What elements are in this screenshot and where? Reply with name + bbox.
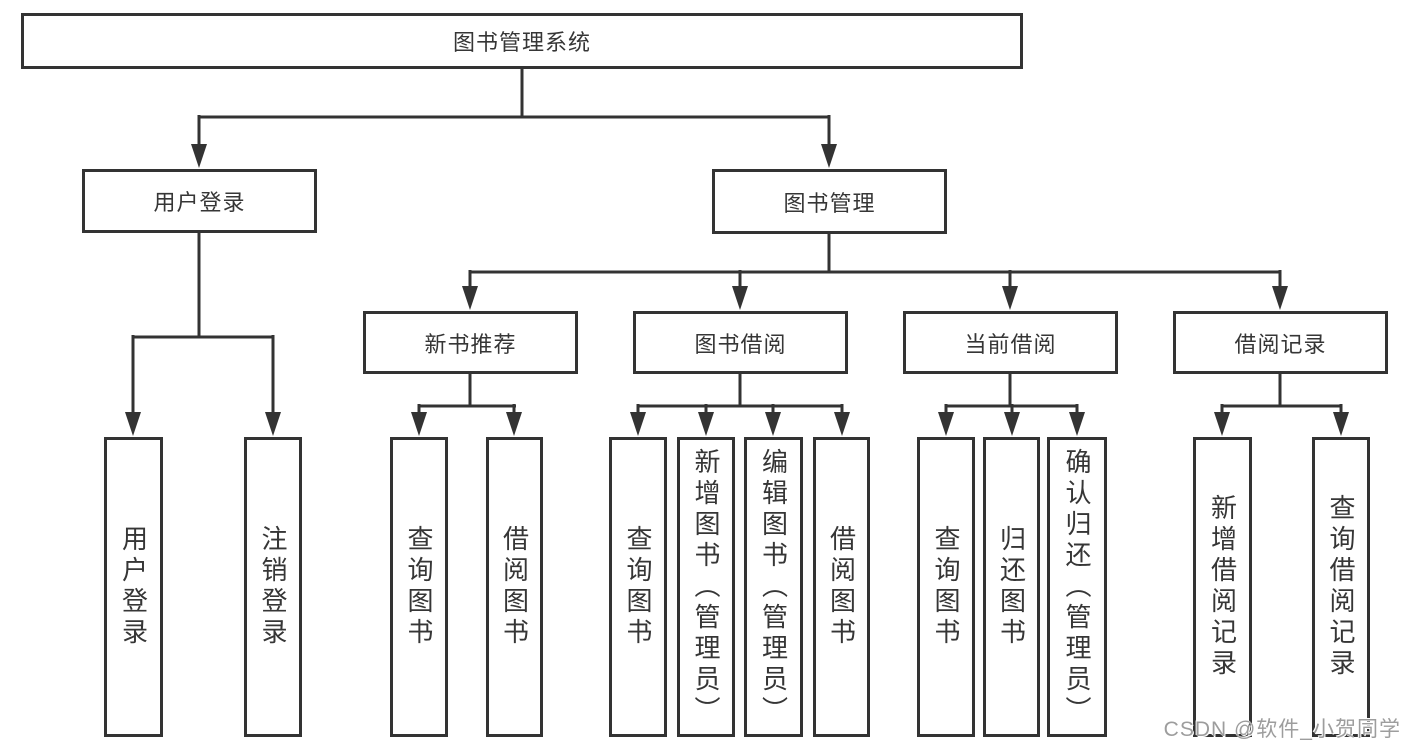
leaf-records-query-record: 查询借阅记录 — [1312, 437, 1370, 737]
leaf-borrow-add-books-admin: 新增图书（管理员） — [677, 437, 735, 737]
leaf-newbooks-query-books: 查询图书 — [390, 437, 448, 737]
node-user-login: 用户登录 — [82, 169, 317, 233]
node-book-management: 图书管理 — [712, 169, 947, 234]
leaf-records-add-record: 新增借阅记录 — [1193, 437, 1252, 737]
leaf-borrow-borrow-books: 借阅图书 — [813, 437, 870, 737]
leaf-borrow-query-books: 查询图书 — [609, 437, 667, 737]
leaf-logout: 注销登录 — [244, 437, 302, 737]
node-current-borrow: 当前借阅 — [903, 311, 1118, 374]
leaf-current-return-books: 归还图书 — [983, 437, 1040, 737]
leaf-newbooks-borrow-books: 借阅图书 — [486, 437, 543, 737]
node-root: 图书管理系统 — [21, 13, 1023, 69]
node-book-borrow: 图书借阅 — [633, 311, 848, 374]
leaf-current-confirm-return-admin: 确认归还（管理员） — [1047, 437, 1107, 737]
csdn-watermark: CSDN @软件_小贺同学 — [1163, 718, 1401, 741]
leaf-user-login: 用户登录 — [104, 437, 163, 737]
leaf-borrow-edit-books-admin: 编辑图书（管理员） — [744, 437, 803, 737]
node-borrow-records: 借阅记录 — [1173, 311, 1388, 374]
leaf-current-query-books: 查询图书 — [917, 437, 975, 737]
node-new-book-recommend: 新书推荐 — [363, 311, 578, 374]
